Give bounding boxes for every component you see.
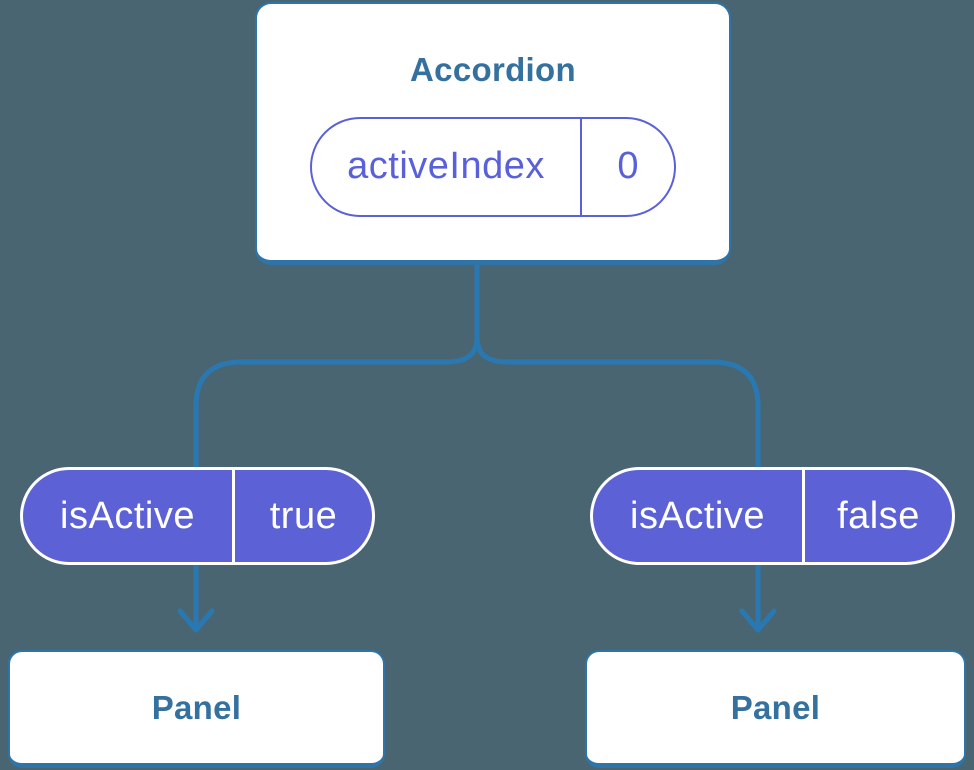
pill-divider: [232, 470, 235, 562]
connector-branch-left: [193, 263, 480, 628]
prop-pill-value: false: [837, 494, 920, 537]
accordion-title: Accordion: [410, 51, 576, 88]
arrow-down-icon: [739, 608, 777, 633]
pill-divider: [580, 118, 582, 215]
panel-title: Panel: [730, 688, 821, 726]
panel-title: Panel: [151, 688, 242, 726]
prop-pill-value: true: [269, 494, 338, 537]
pill-divider: [802, 470, 805, 562]
connector-branch-right: [474, 263, 761, 628]
prop-pill-is-active-true: isActive true: [20, 467, 375, 565]
prop-pill-name: isActive: [630, 494, 765, 537]
state-pill-name: activeIndex: [347, 145, 545, 188]
panel-card-right: Panel: [585, 650, 966, 768]
accordion-card: Accordion activeIndex 0: [255, 2, 731, 265]
prop-pill-is-active-false: isActive false: [590, 467, 955, 565]
state-pill-value: 0: [617, 145, 639, 188]
arrow-down-icon: [177, 608, 215, 633]
state-pill: activeIndex 0: [310, 116, 676, 217]
prop-pill-name: isActive: [60, 494, 195, 537]
panel-card-left: Panel: [8, 650, 385, 768]
